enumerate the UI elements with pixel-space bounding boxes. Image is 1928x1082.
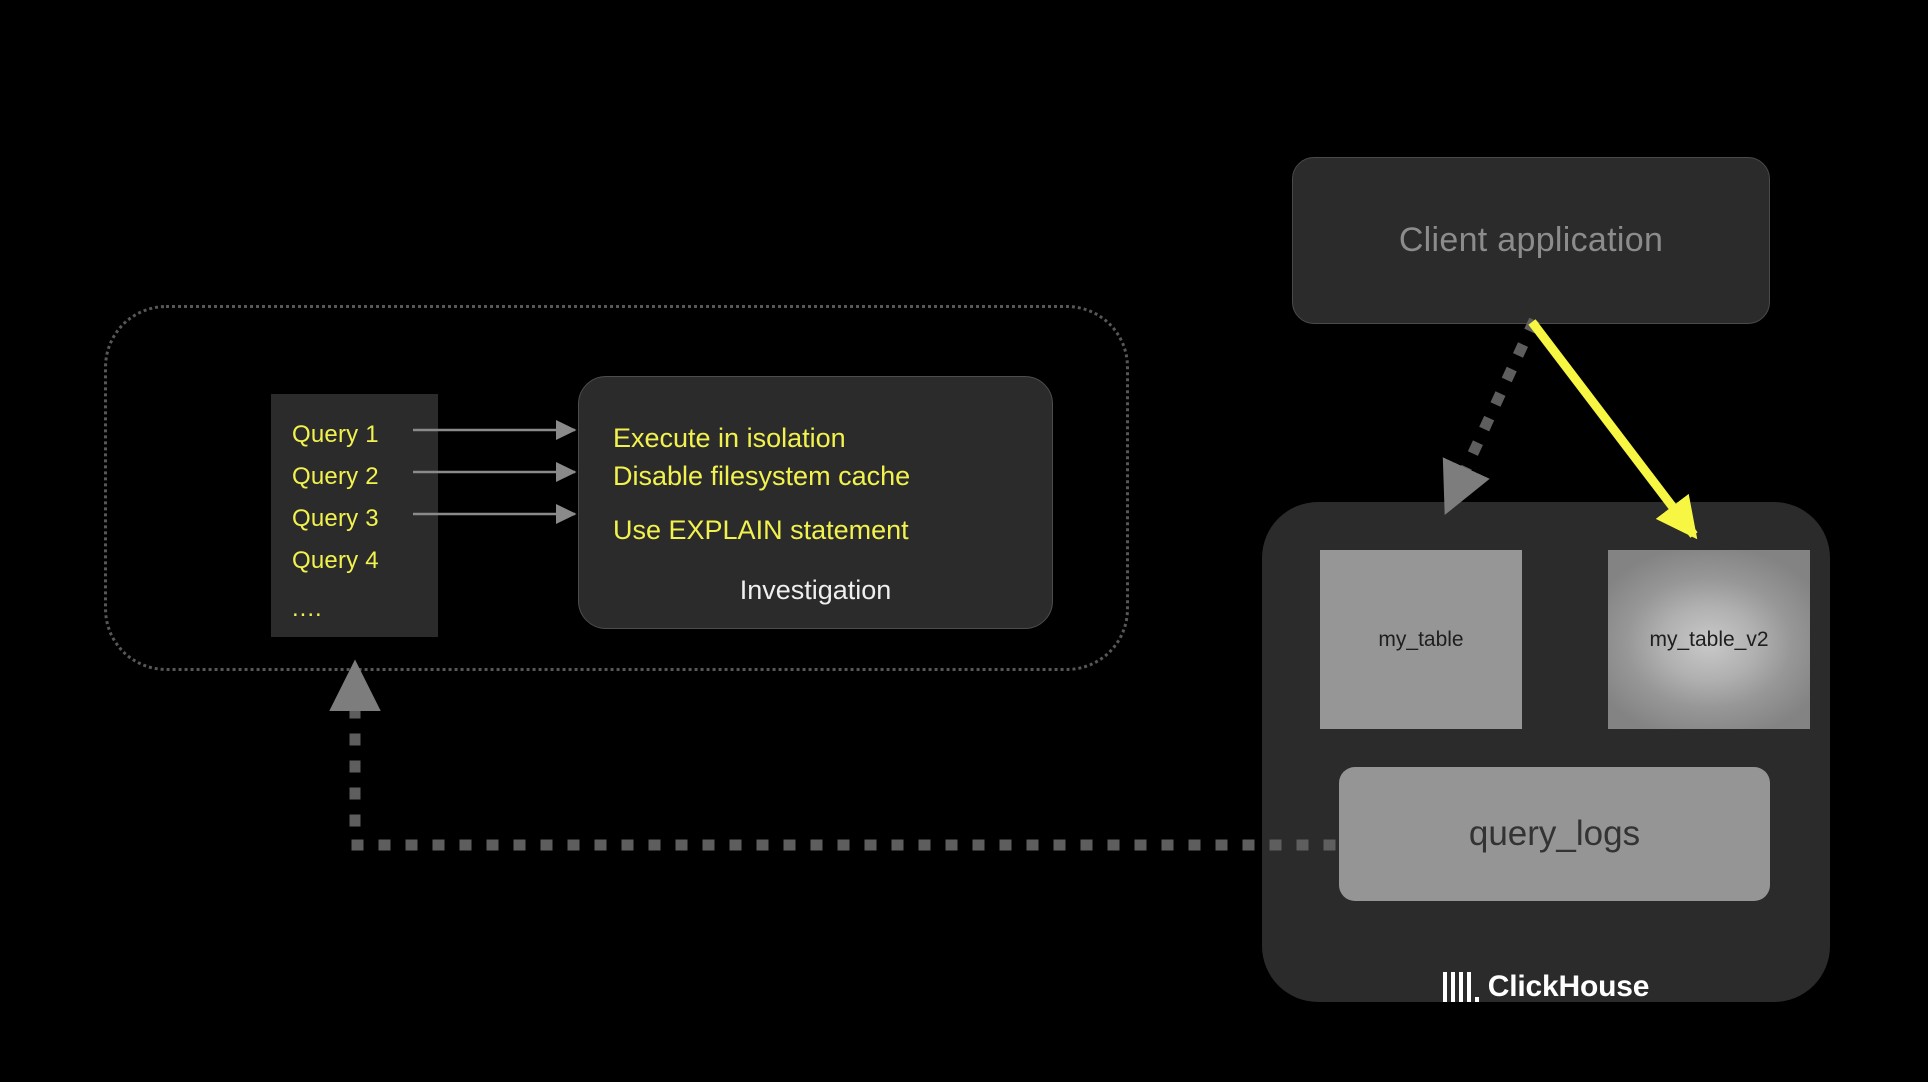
clickhouse-bars-icon [1442,972,1479,1002]
investigation-step: Execute in isolation [613,423,846,453]
query-list-item: Query 4 [292,547,379,574]
client-application-box: Client application [1292,157,1770,324]
table-label: my_table [1378,627,1464,651]
investigation-step: Use EXPLAIN statement [613,515,909,545]
query-list-item: Query 3 [292,505,379,532]
logo-bar [1450,972,1455,1002]
logo-bar [1442,972,1447,1002]
query-logs-label: query_logs [1468,814,1641,853]
query-list-ellipsis: .... [292,595,323,622]
logo-bar [1458,972,1463,1002]
table-label: my_table_v2 [1649,627,1769,651]
clickhouse-logo-text: ClickHouse [1487,970,1650,1003]
query-list-panel: Query 1 Query 2 Query 3 Query 4 .... [271,394,438,637]
query-list-item: Query 2 [292,463,379,490]
logo-bar [1466,972,1471,1002]
query-list-item: Query 1 [292,421,379,448]
connector-query-logs-to-query-list [329,659,1336,851]
table-box-my-table-v2: my_table_v2 [1608,550,1810,729]
investigation-card: Execute in isolation Disable filesystem … [578,376,1053,629]
investigation-step: Disable filesystem cache [613,461,911,491]
connector-client-to-my-table [1439,317,1540,518]
table-box-my-table: my_table [1320,550,1522,729]
clickhouse-logo: ClickHouse [1262,966,1830,1008]
investigation-card-title: Investigation [739,575,892,605]
table-box-query-logs: query_logs [1339,767,1770,901]
investigation-steps: Execute in isolation Disable filesystem … [613,419,1033,549]
client-application-label: Client application [1398,221,1664,259]
logo-dot [1474,997,1479,1002]
